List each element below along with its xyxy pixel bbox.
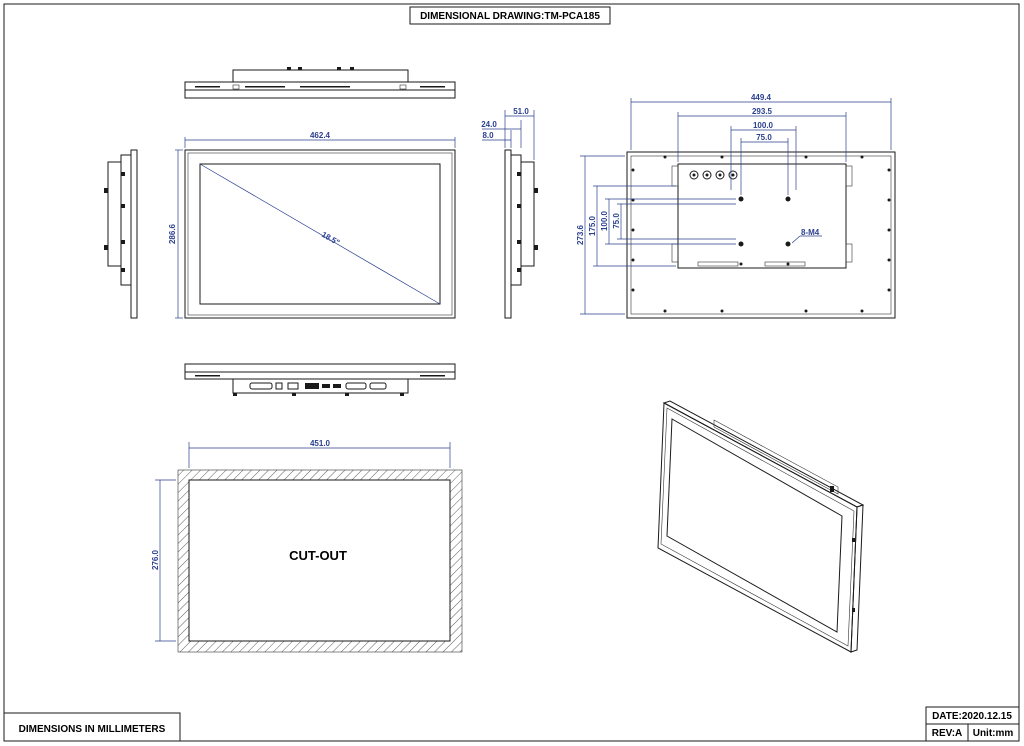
rear-75-label: 75.0 [756,133,772,142]
diagonal-label: 18.5" [320,230,341,248]
rear-view: 449.4 293.5 100.0 75.0 273.6 175.0 100.0… [576,93,896,319]
rear-h75-label: 75.0 [612,213,621,229]
rear-width-label: 449.4 [751,93,772,102]
rear-293-label: 293.5 [752,107,773,116]
front-width-label: 462.4 [310,131,331,140]
right-side-view: 51.0 24.0 8.0 [481,107,538,319]
rear-175-label: 175.0 [588,215,597,236]
left-side-view [104,149,138,319]
revision-block: DATE:2020.12.15 REV:A Unit:mm [925,706,1020,742]
front-height-label: 286.6 [168,223,177,244]
side-depth-label: 51.0 [513,107,529,116]
title-block: DIMENSIONAL DRAWING:TM-PCA185 [409,6,611,25]
drawing-title: DIMENSIONAL DRAWING:TM-PCA185 [420,11,600,22]
front-view: 18.5" 462.4 286.6 [168,131,456,319]
side-8-label: 8.0 [482,131,494,140]
rear-height-label: 273.6 [576,224,585,245]
footer-note: DIMENSIONS IN MILLIMETERS [19,724,166,735]
cutout-view: CUT-OUT 451.0 276.0 [151,439,463,653]
cutout-label: CUT-OUT [289,548,347,563]
cutout-height-label: 276.0 [151,549,160,570]
top-view [184,67,456,99]
isometric-view [657,400,865,653]
footer-rev: REV:A [932,728,963,739]
bottom-view [184,363,456,396]
rear-100-label: 100.0 [753,121,774,130]
rear-h100-label: 100.0 [600,210,609,231]
footer-unit: Unit:mm [973,728,1014,739]
footer-date: DATE:2020.12.15 [932,711,1012,722]
screw-callout: 8-M4 [801,228,820,237]
side-24-label: 24.0 [481,120,497,129]
sheet-border [3,3,1020,742]
footer-note-box: DIMENSIONS IN MILLIMETERS [3,712,181,742]
cutout-width-label: 451.0 [310,439,331,448]
